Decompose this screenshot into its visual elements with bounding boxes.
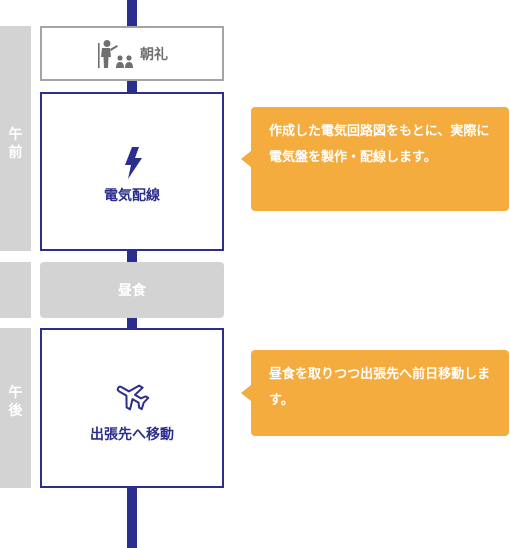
period-lunch (0, 262, 31, 318)
wiring-note-tail (241, 151, 251, 167)
assembly-label: 朝礼 (140, 46, 168, 63)
wiring-note: 作成した電気回路図をもとに、実際に電気盤を製作・配線します。 (241, 107, 509, 211)
lunch-label: 昼食 (118, 283, 146, 299)
travel-note-text: 昼食を取りつつ出張先へ前日移動します。 (269, 367, 491, 408)
period-afternoon: 午後 (0, 328, 31, 488)
assembly-box: 朝礼 (40, 26, 224, 81)
period-morning-label: 午前 (8, 127, 23, 161)
travel-note-tail (241, 385, 251, 401)
period-morning: 午前 (0, 26, 31, 251)
wiring-note-text: 作成した電気回路図をもとに、実際に電気盤を製作・配線します。 (269, 124, 490, 165)
travel-label: 出張先へ移動 (90, 427, 174, 443)
wiring-label: 電気配線 (104, 187, 160, 204)
lunch-box: 昼食 (40, 262, 224, 318)
travel-box: 出張先へ移動 (40, 328, 224, 488)
lightning-icon (125, 146, 142, 179)
airplane-icon (116, 384, 150, 411)
travel-note: 昼食を取りつつ出張先へ前日移動します。 (241, 350, 509, 436)
presenter-icon (98, 39, 133, 68)
period-afternoon-label: 午後 (8, 385, 23, 419)
wiring-box: 電気配線 (40, 92, 224, 251)
